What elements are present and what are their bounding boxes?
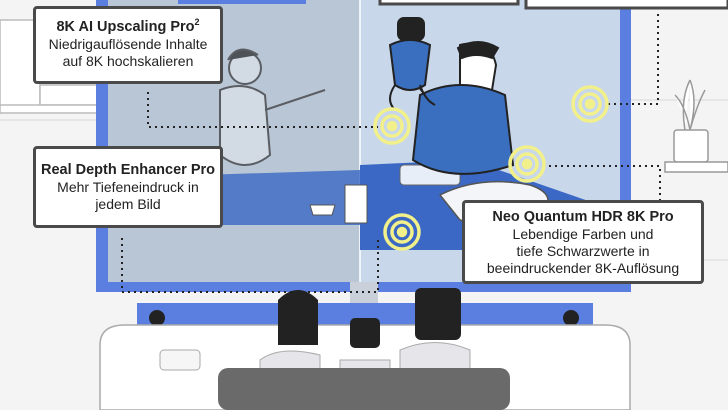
target-hotspot-icon xyxy=(508,145,546,183)
hdr-callout: Neo Quantum HDR 8K Pro Lebendige Farben … xyxy=(462,200,704,284)
upscaling-line-1: Niedrigauflösende Inhalte xyxy=(48,36,208,52)
hdr-line-3: beeindruckender 8K-Auflösung xyxy=(486,260,680,276)
target-hotspot-icon xyxy=(571,85,609,123)
hdr-line-1: Lebendige Farben und xyxy=(512,226,654,242)
hdr-line-2: tiefe Schwarzwerte in xyxy=(516,243,650,259)
plant-icon xyxy=(664,79,728,173)
hdr-title: Neo Quantum HDR 8K Pro xyxy=(492,209,674,225)
upscaling-line-2: auf 8K hochskalieren xyxy=(62,53,194,69)
depth-callout: Real Depth Enhancer Pro Mehr Tiefeneindr… xyxy=(33,146,223,228)
target-hotspot-icon xyxy=(373,85,609,251)
connector-lines xyxy=(121,14,661,293)
upscaling-title: 8K AI Upscaling Pro2 xyxy=(56,17,200,35)
depth-title: Real Depth Enhancer Pro xyxy=(40,162,216,178)
target-hotspot-icon xyxy=(373,107,411,145)
man-figure xyxy=(399,41,515,175)
target-hotspot-icon xyxy=(383,213,421,251)
child-figure xyxy=(388,17,436,111)
viewers xyxy=(218,288,510,410)
depth-line-1: Mehr Tiefeneindruck in xyxy=(57,179,199,195)
depth-line-2: jedem Bild xyxy=(95,196,161,212)
upscaling-callout: 8K AI Upscaling Pro2 Niedrigauflösende I… xyxy=(33,6,223,84)
footnote-marker: 2 xyxy=(194,17,200,28)
woman-figure xyxy=(219,48,326,166)
